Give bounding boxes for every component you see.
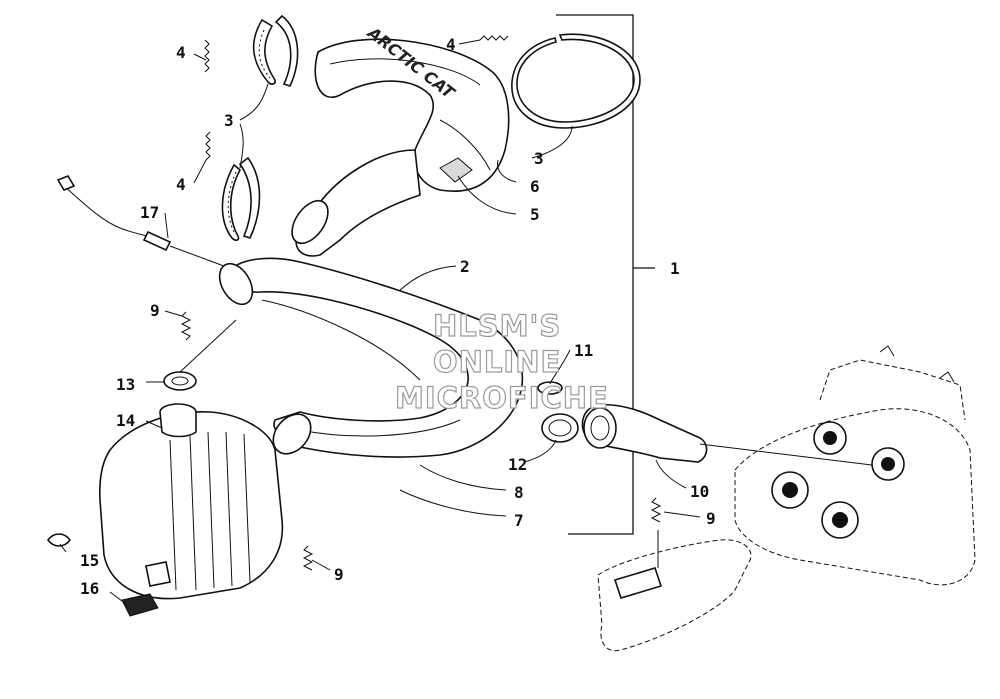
callout-9-right: 9 [706, 509, 716, 528]
exhaust-manifold [581, 404, 881, 467]
spring-4-right [479, 35, 509, 41]
callout-11: 11 [574, 341, 593, 360]
callout-8: 8 [514, 483, 524, 502]
callout-9-top: 9 [150, 301, 160, 320]
callout-14: 14 [116, 411, 135, 430]
watermark-line-1: HLSM'S [433, 309, 561, 343]
gasket-11 [537, 381, 563, 395]
watermark-line-3: MICROFICHE [395, 381, 609, 415]
callout-4-right: 4 [446, 35, 456, 54]
callout-13: 13 [116, 375, 135, 394]
band-strap-ring [511, 33, 641, 129]
callout-9-bottom: 9 [334, 565, 344, 584]
expansion-chamber [218, 257, 524, 458]
spring-4-mid [205, 131, 211, 161]
callout-16: 16 [80, 579, 99, 598]
band-strap-mid-left [221, 156, 261, 241]
callout-3-left: 3 [224, 111, 234, 130]
watermark: HLSM'S ONLINE MICROFICHE [394, 308, 609, 415]
callout-2: 2 [460, 257, 470, 276]
temp-sensor-wire [56, 175, 241, 273]
callout-6: 6 [530, 177, 540, 196]
callout-labels: 1 2 3 3 4 4 4 5 6 7 8 9 9 9 10 11 12 13 … [80, 35, 716, 598]
callout-4-mid: 4 [176, 175, 186, 194]
callout-3-right: 3 [534, 149, 544, 168]
callout-12: 12 [508, 455, 527, 474]
engine-block [734, 345, 976, 586]
callout-1: 1 [670, 259, 680, 278]
callout-15: 15 [80, 551, 99, 570]
gasket-12 [541, 413, 579, 443]
assembly-bracket [556, 14, 655, 535]
callout-4-top: 4 [176, 43, 186, 62]
spring-4-top [204, 39, 210, 73]
band-strap-top-left [252, 14, 299, 87]
leader-lines [59, 39, 701, 605]
gasket-13 [163, 371, 197, 391]
callout-10: 10 [690, 482, 709, 501]
spring-9-bottom [302, 545, 314, 571]
mount-bracket [597, 530, 752, 652]
spring-9-right [650, 497, 662, 523]
callout-7: 7 [514, 511, 524, 530]
clip-15 [46, 533, 72, 547]
heat-shield: ARCTIC CAT [291, 22, 510, 257]
callout-5: 5 [530, 205, 540, 224]
silencer [99, 403, 284, 600]
rubber-mount-16 [121, 593, 159, 617]
spring-9-top [180, 311, 192, 341]
watermark-line-2: ONLINE [433, 345, 561, 379]
callout-17: 17 [140, 203, 159, 222]
